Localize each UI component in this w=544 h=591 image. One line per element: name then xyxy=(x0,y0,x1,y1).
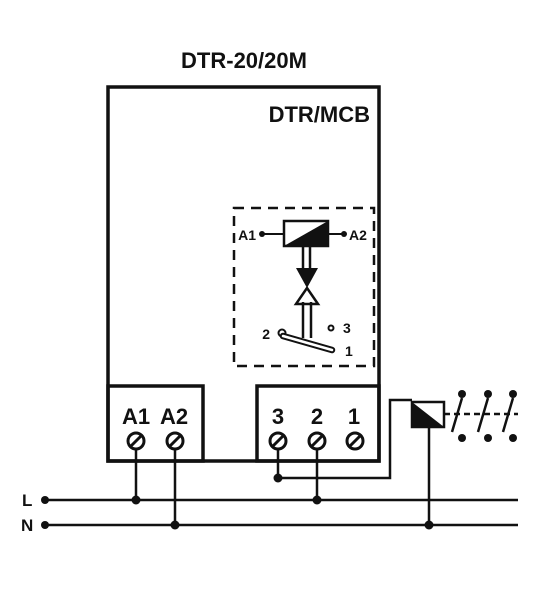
wire-terminal-3-bus xyxy=(273,398,412,483)
wire-terminal-2-to-l xyxy=(312,449,322,505)
coil-label-a1: A1 xyxy=(238,227,256,243)
wire-terminal-1 xyxy=(355,392,412,462)
device-label: DTR/MCB xyxy=(269,102,370,127)
terminal-block-left xyxy=(106,384,205,463)
device-housing xyxy=(106,85,381,463)
line-label-n: N xyxy=(21,516,33,535)
screw-terminal-a1 xyxy=(126,431,146,451)
relay-contact xyxy=(277,324,336,354)
contact-label-2: 2 xyxy=(262,326,270,342)
screw-terminal-3 xyxy=(268,431,288,451)
terminal-label-3: 3 xyxy=(272,404,284,429)
mcb-poles xyxy=(444,390,518,442)
terminal-label-a2: A2 xyxy=(160,404,188,429)
wire-a1-to-l xyxy=(131,449,141,505)
terminal-label-2: 2 xyxy=(311,404,323,429)
mcb-actuator xyxy=(410,400,446,530)
terminal-label-a1: A1 xyxy=(122,404,150,429)
relay-linkage xyxy=(293,246,321,338)
diagram-title: DTR-20/20M xyxy=(181,48,307,73)
line-label-l: L xyxy=(22,491,32,510)
wire-a2-to-n xyxy=(170,449,180,530)
relay-coil xyxy=(259,219,347,248)
screw-terminal-a2 xyxy=(165,431,185,451)
relay-box xyxy=(232,206,376,368)
screw-terminal-1 xyxy=(345,431,365,451)
contact-label-1: 1 xyxy=(345,343,353,359)
screw-terminal-2 xyxy=(307,431,327,451)
contact-label-3: 3 xyxy=(343,320,351,336)
coil-label-a2: A2 xyxy=(349,227,367,243)
terminal-label-1: 1 xyxy=(348,404,360,429)
